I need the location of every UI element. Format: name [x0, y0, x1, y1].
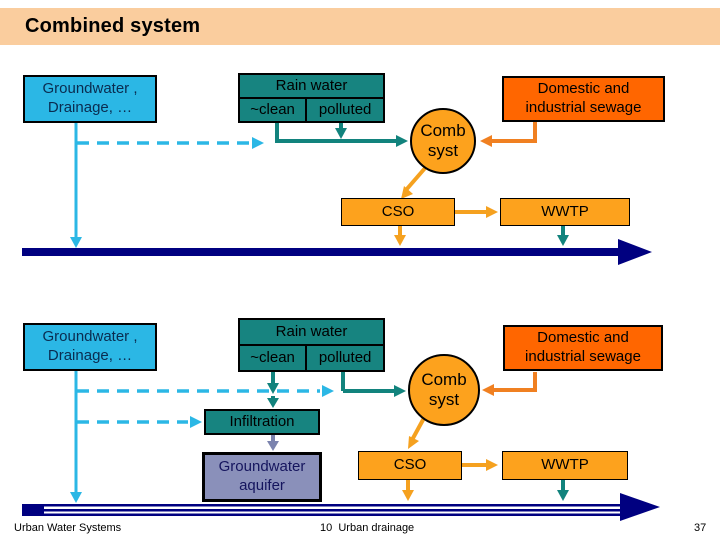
upper-combsyst-to-cso-arrow [401, 165, 428, 199]
lower-groundwater-label-line1: Groundwater , [42, 328, 138, 346]
lower-comb-syst-label-line1: Comb [421, 370, 467, 390]
upper-sewage-label-line1: Domestic and [537, 80, 630, 98]
upper-comb-syst-circle: Comb syst [410, 108, 476, 174]
footer-chapter-name: 10 Urban drainage [320, 522, 415, 534]
upper-river-arrow [22, 239, 652, 265]
upper-cso-to-river-arrow [394, 226, 406, 246]
lower-wwtp-box: WWTP [502, 451, 628, 480]
upper-groundwater-label-line2: Drainage, … [47, 99, 133, 116]
lower-rain-cells: ~clean polluted [240, 346, 383, 370]
header-bar: Combined system [0, 8, 720, 45]
aquifer-label-line2: aquifer [239, 477, 285, 494]
upper-wwtp-to-river-arrow [557, 226, 569, 246]
lower-river-arrow [22, 493, 660, 521]
infiltration-box: Infiltration [204, 409, 320, 435]
lower-rain-water-box: Rain water ~clean polluted [238, 318, 385, 372]
infiltration-to-aquifer-arrow [267, 435, 279, 451]
slide-title: Combined system [25, 15, 201, 37]
upper-sewage-to-combsyst-arrow [480, 122, 537, 147]
upper-cso-box: CSO [341, 198, 455, 226]
lower-groundwater-to-river-arrow [70, 371, 82, 503]
lower-sewage-label-line1: Domestic and [537, 329, 629, 347]
lower-rain-polluted-cell: polluted [318, 348, 372, 366]
lower-groundwater-label-line2: Drainage, … [47, 347, 133, 364]
upper-groundwater-box: Groundwater , Drainage, … [23, 75, 157, 123]
lower-groundwater-dashed-arrow [77, 385, 334, 397]
upper-rain-polluted-cell: polluted [318, 100, 372, 118]
footer-page-number: 37 [694, 522, 707, 534]
lower-comb-syst-circle: Comb syst [408, 354, 480, 426]
lower-combsyst-to-cso-arrow [408, 417, 426, 449]
upper-comb-syst-label-line1: Comb [420, 121, 466, 141]
lower-cso-to-wwtp-arrow [462, 459, 498, 471]
upper-rain-water-box: Rain water ~clean polluted [238, 73, 385, 123]
upper-comb-syst-label-line2: syst [427, 141, 459, 160]
upper-groundwater-dashed-arrow [77, 137, 264, 149]
upper-clean-to-combsyst-arrow [275, 123, 408, 147]
upper-wwtp-box: WWTP [500, 198, 630, 226]
upper-cso-to-wwtp-arrow [455, 206, 498, 218]
lower-cso-to-river-arrow [402, 480, 414, 501]
lower-comb-syst-label-line2: syst [428, 390, 460, 409]
lower-cso-box: CSO [358, 451, 462, 480]
aquifer-label-line1: Groundwater [218, 458, 306, 476]
lower-sewage-to-combsyst-arrow [482, 372, 537, 396]
lower-rain-clean-cell: ~clean [240, 346, 308, 370]
upper-rain-clean-cell: ~clean [240, 99, 308, 121]
upper-groundwater-label-line1: Groundwater , [42, 80, 138, 98]
lower-polluted-to-combsyst-arrow [341, 372, 406, 397]
lower-rain-water-label: Rain water [240, 320, 383, 346]
lower-infiltration-dashed-arrow [77, 416, 202, 428]
upper-sewage-label-line2: industrial sewage [525, 99, 642, 116]
upper-sewage-box: Domestic and industrial sewage [502, 76, 665, 122]
groundwater-aquifer-box: Groundwater aquifer [202, 452, 322, 502]
lower-sewage-box: Domestic and industrial sewage [503, 325, 663, 371]
lower-wwtp-to-river-arrow [557, 480, 569, 501]
upper-rain-water-label: Rain water [240, 75, 383, 99]
lower-clean-to-infiltration-arrow [267, 372, 279, 408]
upper-groundwater-to-river-arrow [70, 123, 82, 248]
lower-groundwater-box: Groundwater , Drainage, … [23, 323, 157, 371]
upper-rain-cells: ~clean polluted [240, 99, 383, 121]
lower-sewage-label-line2: industrial sewage [525, 348, 641, 365]
footer-course-name: Urban Water Systems [14, 522, 122, 534]
upper-polluted-drop-arrow [335, 123, 347, 139]
